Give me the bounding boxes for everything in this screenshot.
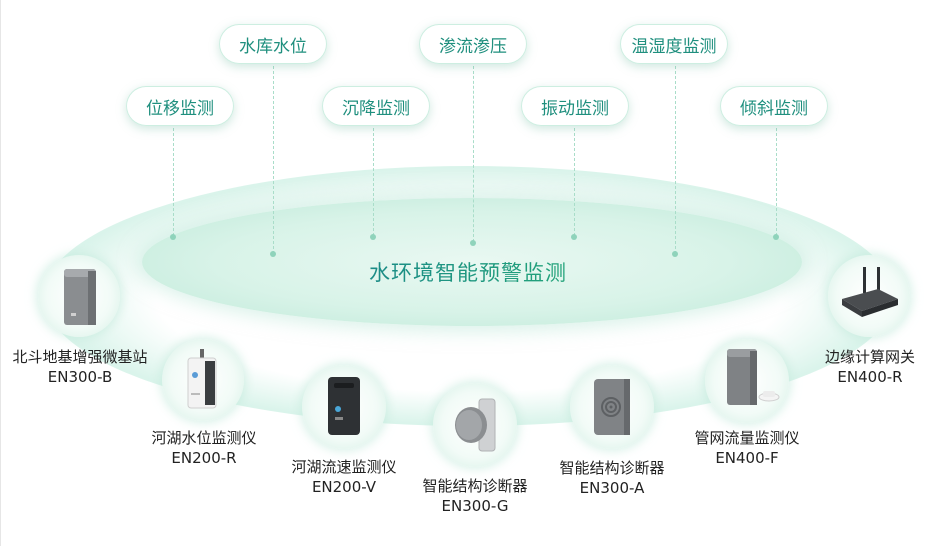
connector-dot xyxy=(170,234,176,240)
device-model: EN400-R xyxy=(837,368,903,386)
device-label-en400f: 管网流量监测仪 EN400-F xyxy=(679,428,815,468)
monitor-pill-reservoir-level: 水库水位 xyxy=(219,24,327,64)
device-label-en200r: 河湖水位监测仪 EN200-R xyxy=(136,428,272,468)
connector-line xyxy=(776,128,777,236)
device-name: 边缘计算网关 xyxy=(824,348,915,366)
connector-line xyxy=(574,128,575,236)
connector-line xyxy=(473,66,474,242)
device-label-en400r: 边缘计算网关 EN400-R xyxy=(808,347,932,387)
structure-diagnoser-a-icon xyxy=(594,379,630,435)
connector-line xyxy=(173,128,174,236)
edge-gateway-icon xyxy=(842,267,898,317)
connector-dot xyxy=(672,251,678,257)
device-model: EN300-G xyxy=(441,497,509,515)
flow-velocity-meter-icon xyxy=(328,377,360,435)
monitor-pill-vibration: 振动监测 xyxy=(521,86,629,126)
device-model: EN400-F xyxy=(715,449,779,467)
connector-line xyxy=(273,66,274,254)
pipe-flow-meter-icon xyxy=(727,349,780,405)
monitor-pill-seepage: 渗流渗压 xyxy=(419,24,527,64)
connector-dot xyxy=(470,240,476,246)
device-model: EN200-V xyxy=(311,478,377,496)
connector-line xyxy=(675,66,676,254)
connector-dot xyxy=(773,234,779,240)
connector-dot xyxy=(270,251,276,257)
base-station-device-icon xyxy=(64,269,96,325)
monitor-pill-displacement: 位移监测 xyxy=(126,86,234,126)
device-name: 北斗地基增强微基站 xyxy=(12,348,148,366)
monitor-pill-settlement: 沉降监测 xyxy=(322,86,430,126)
connector-dot xyxy=(571,234,577,240)
device-disc-en400r xyxy=(828,255,910,337)
device-label-en300b: 北斗地基增强微基站 EN300-B xyxy=(2,347,158,387)
center-title: 水环境智能预警监测 xyxy=(0,257,936,287)
device-disc-en300g xyxy=(433,383,517,467)
device-label-en200v: 河湖流速监测仪 EN200-V xyxy=(276,457,412,497)
device-name: 管网流量监测仪 xyxy=(694,429,800,447)
device-disc-en300a xyxy=(570,365,654,449)
device-name: 河湖水位监测仪 xyxy=(151,429,257,447)
device-disc-en400f xyxy=(705,339,789,423)
device-label-en300a: 智能结构诊断器 EN300-A xyxy=(544,458,680,498)
device-disc-en200r xyxy=(162,339,244,421)
structure-diagnoser-g-icon xyxy=(455,398,496,452)
device-name: 智能结构诊断器 xyxy=(559,459,665,477)
device-disc-en200v xyxy=(302,365,386,449)
monitor-pill-temp-humidity: 温湿度监测 xyxy=(620,24,728,64)
device-model: EN200-R xyxy=(171,449,237,467)
inner-ellipse xyxy=(142,198,802,326)
connector-line xyxy=(373,128,374,236)
device-model: EN300-A xyxy=(579,479,645,497)
device-model: EN300-B xyxy=(47,368,113,386)
left-edge-divider xyxy=(0,0,1,546)
connector-dot xyxy=(370,234,376,240)
device-name: 智能结构诊断器 xyxy=(422,477,528,495)
device-name: 河湖流速监测仪 xyxy=(291,458,397,476)
monitor-pill-tilt: 倾斜监测 xyxy=(720,86,828,126)
water-level-meter-icon xyxy=(187,349,217,409)
device-label-en300g: 智能结构诊断器 EN300-G xyxy=(407,476,543,516)
device-disc-en300b xyxy=(38,255,120,337)
